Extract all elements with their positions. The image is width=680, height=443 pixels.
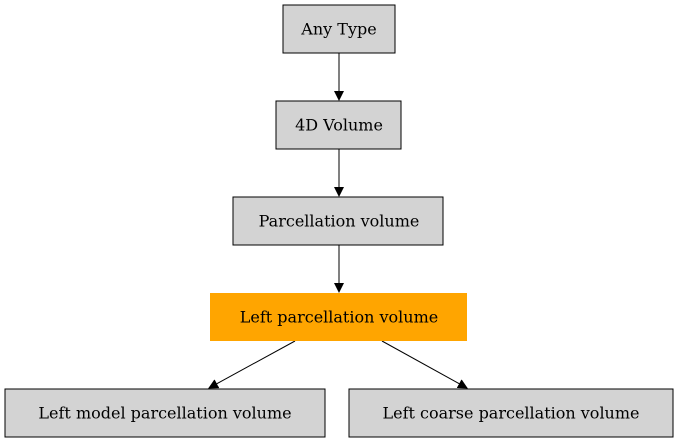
node-left-coarse-parcellation-volume: Left coarse parcellation volume <box>348 388 674 438</box>
node-left-parcellation-volume: Left parcellation volume <box>210 293 467 341</box>
node-label: Left coarse parcellation volume <box>382 404 639 423</box>
node-box <box>348 388 674 438</box>
node-parcellation-volume: Parcellation volume <box>232 196 444 246</box>
node-4d-volume: 4D Volume <box>275 100 402 150</box>
node-any-type: Any Type <box>282 4 396 54</box>
node-box <box>275 100 402 150</box>
node-label: Left model parcellation volume <box>38 404 291 423</box>
node-left-model-parcellation-volume: Left model parcellation volume <box>4 388 326 438</box>
node-label: 4D Volume <box>295 116 383 135</box>
edge-left-parcellation-volume-to-left-coarse-parcellation-volume <box>381 340 468 389</box>
node-box <box>232 196 444 246</box>
node-label: Any Type <box>300 20 376 39</box>
node-box <box>4 388 326 438</box>
node-label: Left parcellation volume <box>240 308 438 327</box>
edges <box>208 53 468 389</box>
edge-left-parcellation-volume-to-left-model-parcellation-volume <box>208 340 296 389</box>
nodes: Any Type 4D Volume Parcellation volume L… <box>4 4 674 438</box>
node-box <box>282 4 396 54</box>
node-label: Parcellation volume <box>259 212 420 231</box>
node-box-highlighted <box>210 293 467 341</box>
